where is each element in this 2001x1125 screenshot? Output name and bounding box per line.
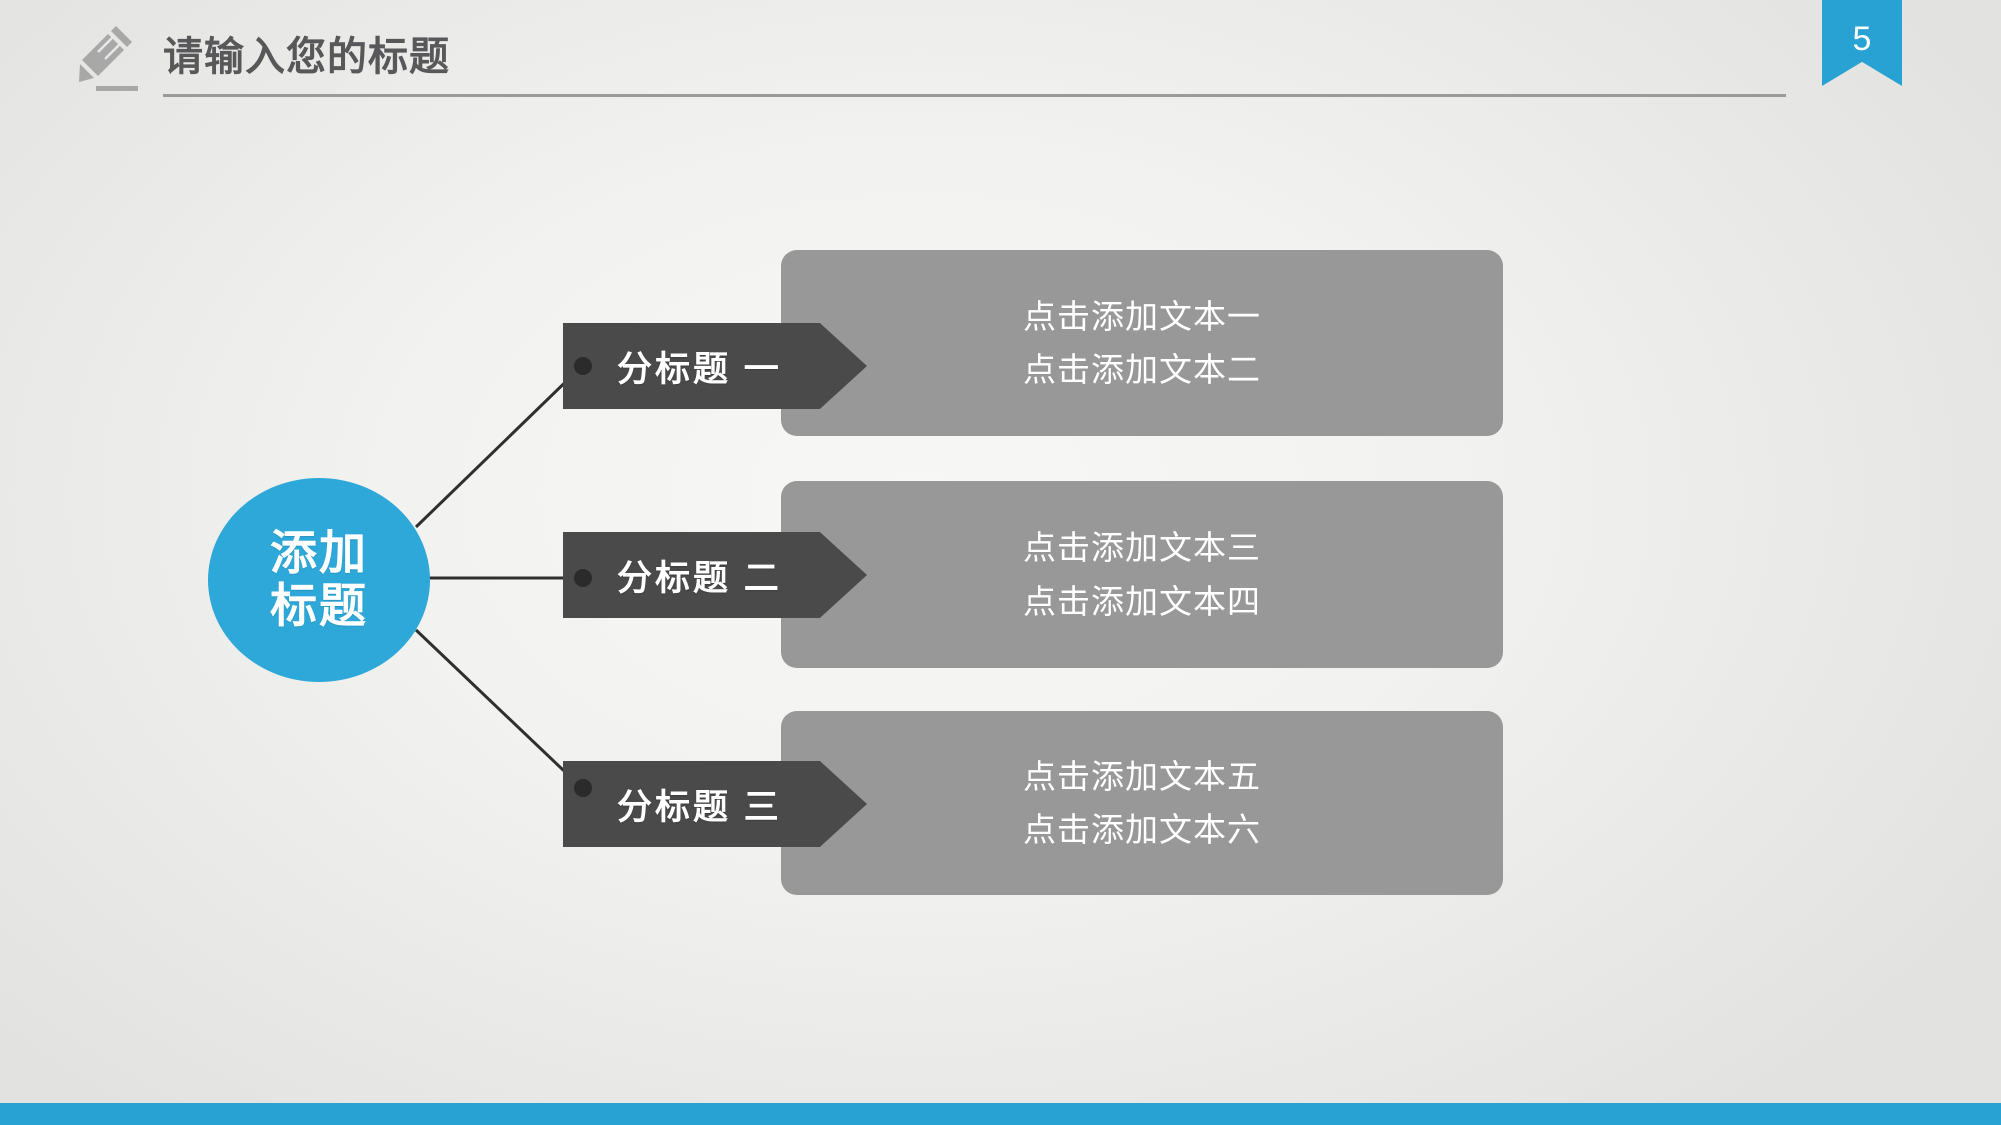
page-number-badge: 5 <box>1822 0 1904 90</box>
arrow-shape <box>563 323 867 409</box>
center-node-line1: 添加 <box>270 526 368 580</box>
subtitle-arrow[interactable]: 分标题 二 <box>563 532 867 618</box>
bottom-accent-bar <box>0 1103 2001 1125</box>
subtitle-arrow-label: 分标题 二 <box>617 558 782 598</box>
panel-text-line: 点击添加文本五 <box>1023 757 1261 795</box>
subtitle-arrow[interactable]: 分标题 一 <box>563 323 867 409</box>
arrow-shape <box>563 532 867 618</box>
connector-dot <box>574 779 592 797</box>
arrow-shape <box>563 761 867 847</box>
panel-text-line: 点击添加文本六 <box>1023 811 1261 848</box>
title-divider <box>163 94 1786 97</box>
subtitle-arrow-label: 分标题 一 <box>617 349 782 389</box>
page-number-label: 5 <box>1852 20 1872 58</box>
center-node-line2: 标题 <box>270 579 368 632</box>
center-node[interactable]: 添加 标题 <box>208 478 430 682</box>
connector-dot <box>574 357 592 375</box>
subtitle-arrow[interactable]: 分标题 三 <box>563 761 867 847</box>
panel-text-line: 点击添加文本一 <box>1023 297 1261 335</box>
panel-text-line: 点击添加文本三 <box>1023 529 1261 567</box>
content-panel: 点击添加文本五 点击添加文本六 <box>781 711 1503 895</box>
subtitle-arrow-label: 分标题 三 <box>617 787 782 827</box>
content-panel: 点击添加文本一 点击添加文本二 <box>781 250 1503 436</box>
page-title: 请输入您的标题 <box>163 35 450 79</box>
content-panel: 点击添加文本三 点击添加文本四 <box>781 481 1503 668</box>
panel-text-line: 点击添加文本二 <box>1023 351 1261 388</box>
pencil-icon <box>78 22 140 98</box>
panel-text-line: 点击添加文本四 <box>1023 582 1261 620</box>
connector-dot <box>574 569 592 587</box>
